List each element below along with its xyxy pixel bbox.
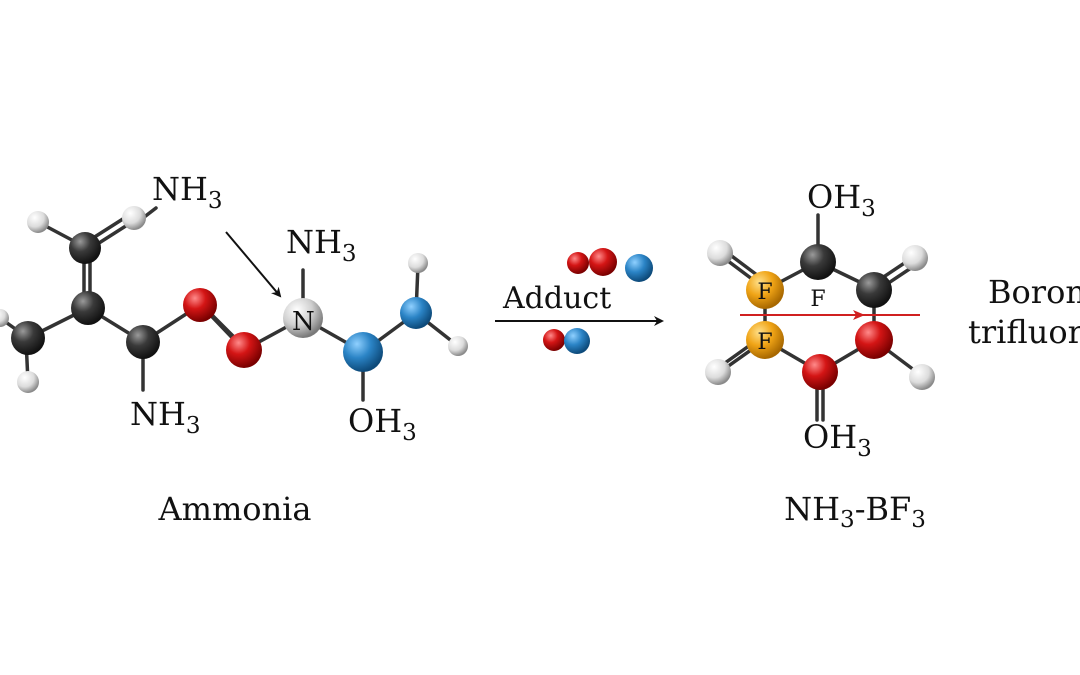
hydrogen-atom [902, 245, 928, 271]
label-bottom-nh3: NH3 [130, 395, 201, 439]
oxygen-atom [589, 248, 617, 276]
carbon-atom [800, 244, 836, 280]
oxygen-atom [802, 354, 838, 390]
left-molecule-atoms [0, 206, 468, 393]
carbon-atom [856, 272, 892, 308]
nitrogen-atom [283, 298, 323, 338]
oxygen-atom [567, 252, 589, 274]
attack-arrow [225, 231, 282, 298]
label-top-nh3: NH3 [152, 170, 223, 214]
caption-ammonia: Ammonia [158, 490, 312, 528]
fluorine-atom [746, 271, 784, 309]
carbon-atom [71, 291, 105, 325]
hydrogen-atom [17, 371, 39, 393]
label-f-upper: F [757, 280, 772, 305]
blue-atom [343, 332, 383, 372]
oxygen-atom [543, 329, 565, 351]
hydrogen-atom [705, 359, 731, 385]
blue-atom [564, 328, 590, 354]
hydrogen-atom [27, 211, 49, 233]
hydrogen-atom [707, 240, 733, 266]
side-text-trifluoride: trifluori [968, 313, 1080, 351]
carbon-atom [69, 232, 101, 264]
fluorine-atom [746, 321, 784, 359]
label-top-oh3: OH3 [807, 178, 876, 222]
side-text-boron: Boron [988, 273, 1080, 311]
carbon-atom [126, 325, 160, 359]
hydrogen-atom [122, 206, 146, 230]
oxygen-atom [183, 288, 217, 322]
right-molecule-atoms [705, 240, 935, 390]
label-f-lower: F [757, 330, 772, 355]
oxygen-atom [226, 332, 262, 368]
hydrogen-atom [909, 364, 935, 390]
hydrogen-atom [0, 309, 9, 327]
arrow-label-adduct: Adduct [502, 281, 611, 316]
carbon-atom [11, 321, 45, 355]
blue-atom [625, 254, 653, 282]
caption-nh3-bf3: NH3-BF3 [784, 490, 926, 533]
label-f-center: F [810, 287, 825, 312]
label-mid-nh3: NH3 [286, 223, 357, 267]
floating-atoms [543, 248, 653, 354]
label-n-atom: N [292, 307, 315, 337]
hydrogen-atom [448, 336, 468, 356]
blue-atom [400, 297, 432, 329]
hydrogen-atom [408, 253, 428, 273]
label-bottom-oh3: OH3 [348, 402, 417, 446]
oxygen-atom [855, 321, 893, 359]
label-bottom-oh3-right: OH3 [803, 418, 872, 462]
